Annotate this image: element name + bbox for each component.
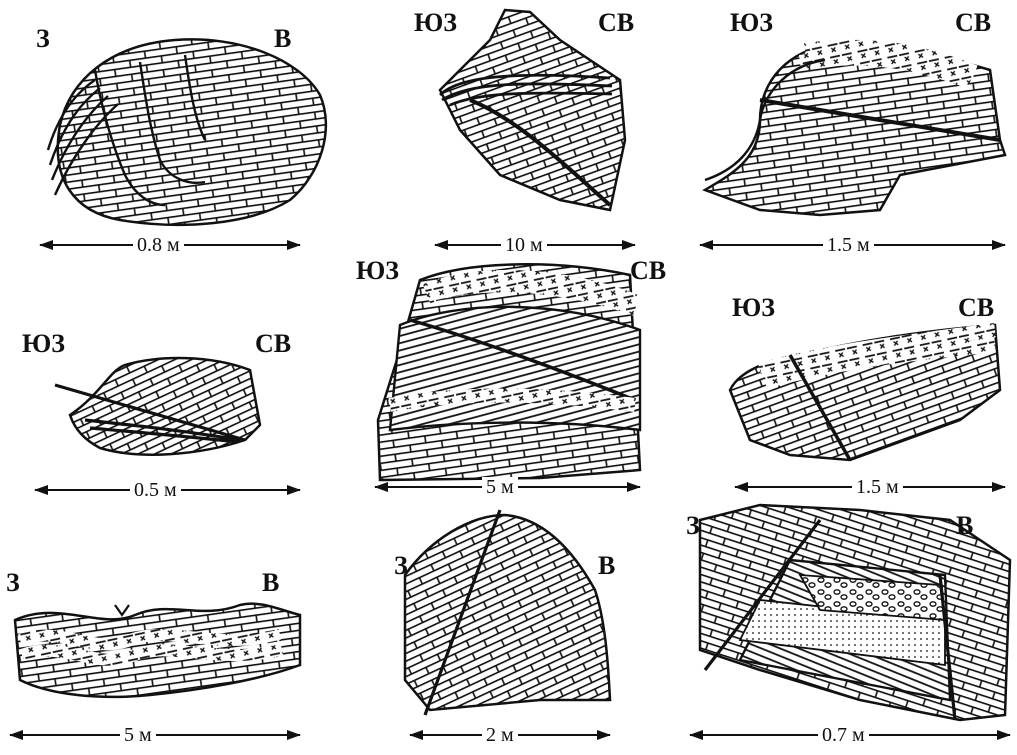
panel-9-right-direction: В	[956, 513, 973, 539]
panel-4-scale-label: 0.5 м	[130, 480, 181, 500]
panel-6-left-direction: ЮЗ	[732, 295, 775, 321]
panel-4-left-direction: ЮЗ	[22, 331, 65, 357]
panel-5-sketch	[378, 264, 640, 480]
panel-2-right-direction: СВ	[598, 10, 634, 36]
panel-2-left-direction: ЮЗ	[414, 10, 457, 36]
panel-5-scale-label: 5 м	[482, 477, 518, 497]
panel-3-left-direction: ЮЗ	[730, 10, 773, 36]
panel-8-sketch	[405, 510, 610, 715]
panel-9-left-direction: З	[686, 513, 700, 539]
panel-3-scale-label: 1.5 м	[823, 235, 874, 255]
panel-7-left-direction: З	[6, 570, 20, 596]
panel-1-right-direction: В	[274, 26, 291, 52]
panel-6-scale-label: 1.5 м	[852, 477, 903, 497]
panel-4-sketch	[55, 358, 260, 455]
panel-8-left-direction: З	[394, 553, 408, 579]
panel-8-scale-label: 2 м	[482, 725, 518, 745]
panel-5-right-direction: СВ	[630, 258, 666, 284]
panel-2-scale-label: 10 м	[501, 235, 547, 255]
panel-6-right-direction: СВ	[958, 295, 994, 321]
panel-7-sketch	[15, 604, 300, 697]
panel-3-right-direction: СВ	[955, 10, 991, 36]
panel-4-right-direction: СВ	[255, 331, 291, 357]
panel-8-right-direction: В	[598, 553, 615, 579]
panel-6-sketch	[730, 325, 1000, 460]
panel-7-right-direction: В	[262, 570, 279, 596]
panel-3-sketch	[705, 44, 1005, 215]
panel-7-scale-label: 5 м	[120, 725, 156, 745]
panel-2-sketch	[440, 10, 625, 210]
panel-1-left-direction: З	[36, 26, 50, 52]
panel-5-left-direction: ЮЗ	[356, 258, 399, 284]
panel-1-sketch	[48, 39, 326, 224]
panel-9-scale-label: 0.7 м	[818, 725, 869, 745]
panel-1-scale-label: 0.8 м	[133, 235, 184, 255]
